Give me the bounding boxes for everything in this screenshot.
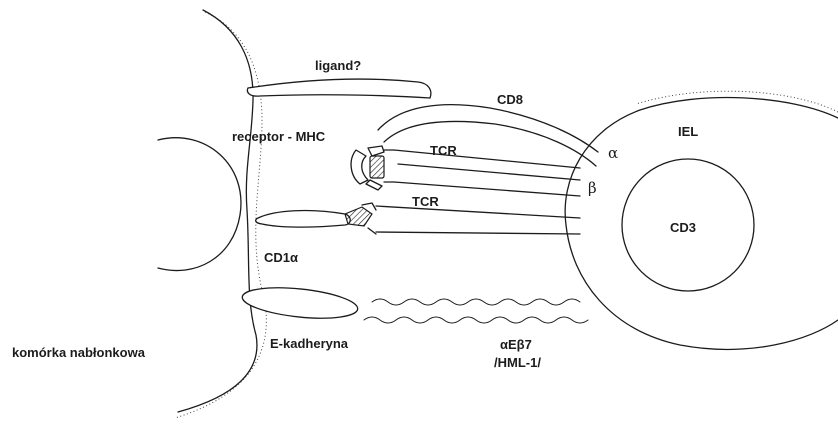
label-beta: β bbox=[588, 179, 597, 197]
label-alpha: α bbox=[608, 144, 618, 162]
iel-cell-membrane bbox=[565, 98, 838, 350]
label-receptor-mhc: receptor - MHC bbox=[232, 129, 326, 144]
epithelial-cell-membrane bbox=[175, 12, 266, 418]
label-epithelial-cell: komórka nabłonkowa bbox=[12, 345, 146, 360]
integrin-wave-bottom bbox=[364, 317, 588, 323]
label-integrin-line2: /HML-1/ bbox=[494, 355, 541, 370]
label-ligand: ligand? bbox=[315, 58, 361, 73]
label-cd8: CD8 bbox=[497, 92, 523, 107]
label-integrin-line1: αEβ7 bbox=[500, 337, 532, 352]
label-e-kadheryna: E-kadheryna bbox=[270, 336, 349, 351]
tcr-top-receptor bbox=[351, 146, 580, 196]
epithelial-nucleus bbox=[158, 138, 241, 271]
integrin-wave-top bbox=[372, 299, 580, 305]
e-cadherin-shape bbox=[241, 283, 359, 323]
ligand-shape bbox=[247, 79, 430, 98]
label-tcr-top: TCR bbox=[430, 143, 457, 158]
label-tcr-bottom: TCR bbox=[412, 194, 439, 209]
label-iel: IEL bbox=[678, 124, 698, 139]
epithelial-cell-membrane-inner bbox=[178, 10, 257, 412]
cd1a-molecule bbox=[256, 211, 351, 228]
label-cd3: CD3 bbox=[670, 220, 696, 235]
label-cd1a: CD1α bbox=[264, 250, 298, 265]
iel-cell-membrane-dots bbox=[636, 91, 838, 112]
